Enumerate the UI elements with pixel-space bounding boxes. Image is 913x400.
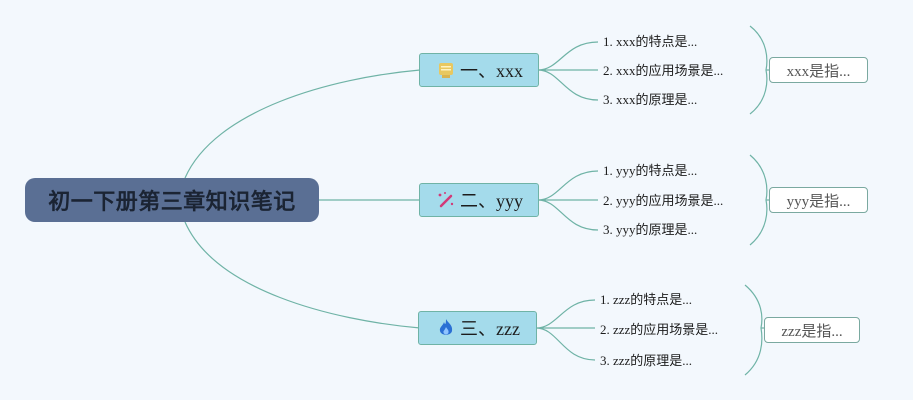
branch-3-item-1[interactable]: 1. zzz的特点是...	[600, 292, 693, 307]
root-to-branch-1-line	[184, 69, 421, 179]
branch-3-item-3[interactable]: 3. zzz的原理是...	[600, 353, 693, 368]
branch-3-item-2[interactable]: 2. zzz的应用场景是...	[600, 322, 719, 337]
central-topic[interactable]: 初一下册第三章知识笔记	[25, 178, 319, 222]
flame-icon	[435, 317, 457, 339]
branch-2-item-3[interactable]: 3. yyy的原理是...	[603, 222, 698, 237]
summary-bracket-3	[744, 284, 763, 376]
branch-topic-2-label: 二、yyy	[460, 191, 523, 211]
branch-topic-1[interactable]: 一、xxx	[419, 53, 539, 87]
summary-bracket-1	[749, 25, 768, 115]
branch-topic-3[interactable]: 三、zzz	[418, 311, 537, 345]
branch-2-summary[interactable]: yyy是指...	[769, 187, 868, 213]
branch-3-leaf-lines	[535, 299, 596, 361]
branch-topic-3-label: 三、zzz	[460, 319, 520, 339]
root-to-branch-3-line	[184, 221, 421, 329]
branch-1-leaf-lines	[537, 41, 599, 101]
branch-1-item-3[interactable]: 3. xxx的原理是...	[603, 92, 698, 107]
central-topic-title: 初一下册第三章知识笔记	[48, 189, 296, 214]
branch-2-item-1[interactable]: 1. yyy的特点是...	[603, 163, 698, 178]
branch-topic-1-label: 一、xxx	[460, 61, 523, 81]
summary-bracket-2	[749, 154, 768, 246]
branch-1-item-1[interactable]: 1. xxx的特点是...	[603, 34, 698, 49]
branch-3-summary[interactable]: zzz是指...	[764, 317, 860, 343]
branch-1-summary[interactable]: xxx是指...	[769, 57, 868, 83]
branch-1-summary-text: xxx是指...	[786, 63, 851, 80]
branch-1-item-2[interactable]: 2. xxx的应用场景是...	[603, 63, 724, 78]
branch-2-summary-text: yyy是指...	[786, 193, 851, 210]
branch-topic-2[interactable]: 二、yyy	[419, 183, 539, 217]
branch-2-item-2[interactable]: 2. yyy的应用场景是...	[603, 193, 724, 208]
branch-3-summary-text: zzz是指...	[781, 323, 843, 340]
branch-2-leaf-lines	[537, 170, 599, 231]
magic-wand-icon	[435, 189, 457, 211]
trophy-icon	[435, 59, 457, 81]
